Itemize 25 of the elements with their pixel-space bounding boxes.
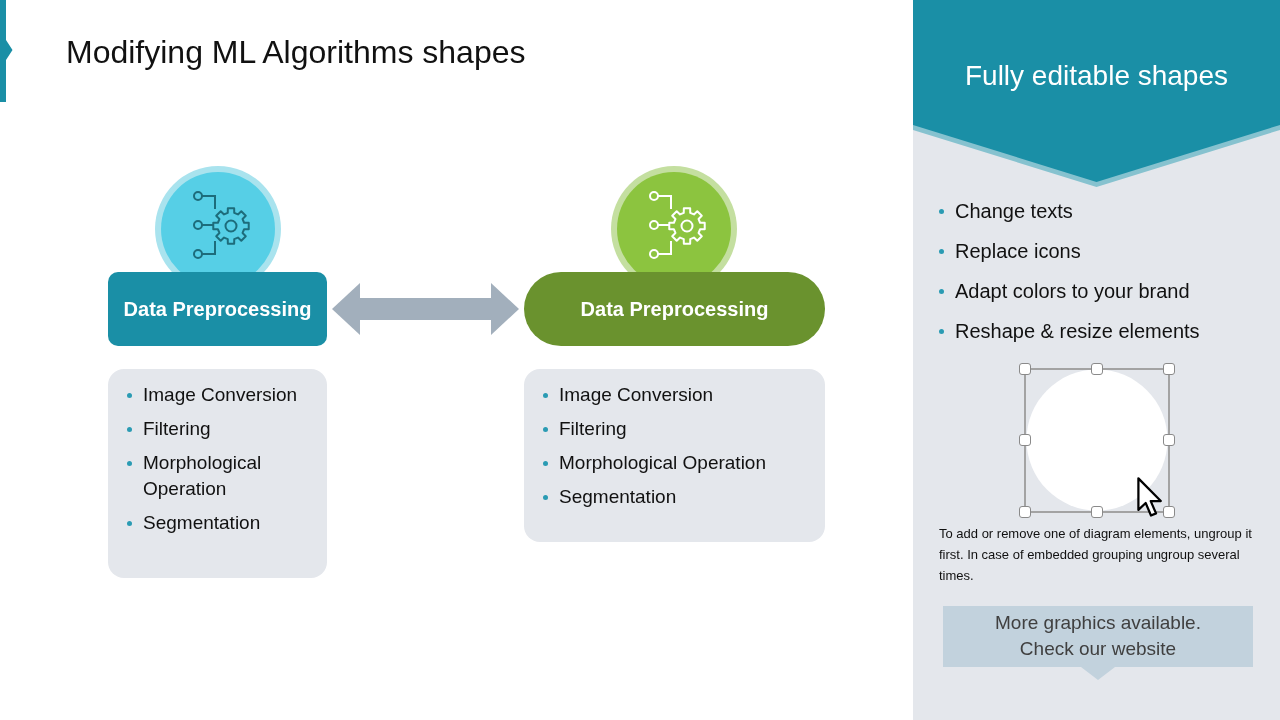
process-box (108, 272, 327, 346)
list-item: Segmentation (143, 511, 261, 535)
slide-title: Modifying ML Algorithms shapes (66, 33, 526, 72)
note-text: To add or remove one of diagram elements, ungroup it first. In case of embedded grouping ungroup several times. (939, 525, 1253, 585)
sidebar-panel (913, 0, 1280, 720)
list-item: Reshape & resize elements (955, 319, 1200, 344)
header-banner (913, 0, 1280, 187)
double-arrow (332, 283, 519, 335)
list-item: Morphological Operation (143, 451, 263, 501)
list-card (108, 369, 327, 578)
callout-box (943, 606, 1253, 680)
banner-title: Fully editable shapes (963, 59, 1229, 93)
list-item: Filtering (559, 417, 627, 441)
list-item: Segmentation (559, 485, 677, 509)
box-title: Data Preprocessing (580, 297, 769, 322)
list-item: Filtering (143, 417, 211, 441)
list-item: Change texts (955, 199, 1073, 224)
list-item: Adapt colors to your brand (955, 279, 1190, 304)
callout-text: More graphics available. Check our website (994, 611, 1202, 661)
list-item: Image Conversion (559, 383, 714, 407)
list-item: Morphological Operation (559, 451, 766, 475)
list-item: Replace icons (955, 239, 1081, 264)
box-title: Data Preprocessing (123, 297, 312, 322)
list-item: Image Conversion (143, 383, 298, 407)
list-card (524, 369, 825, 542)
